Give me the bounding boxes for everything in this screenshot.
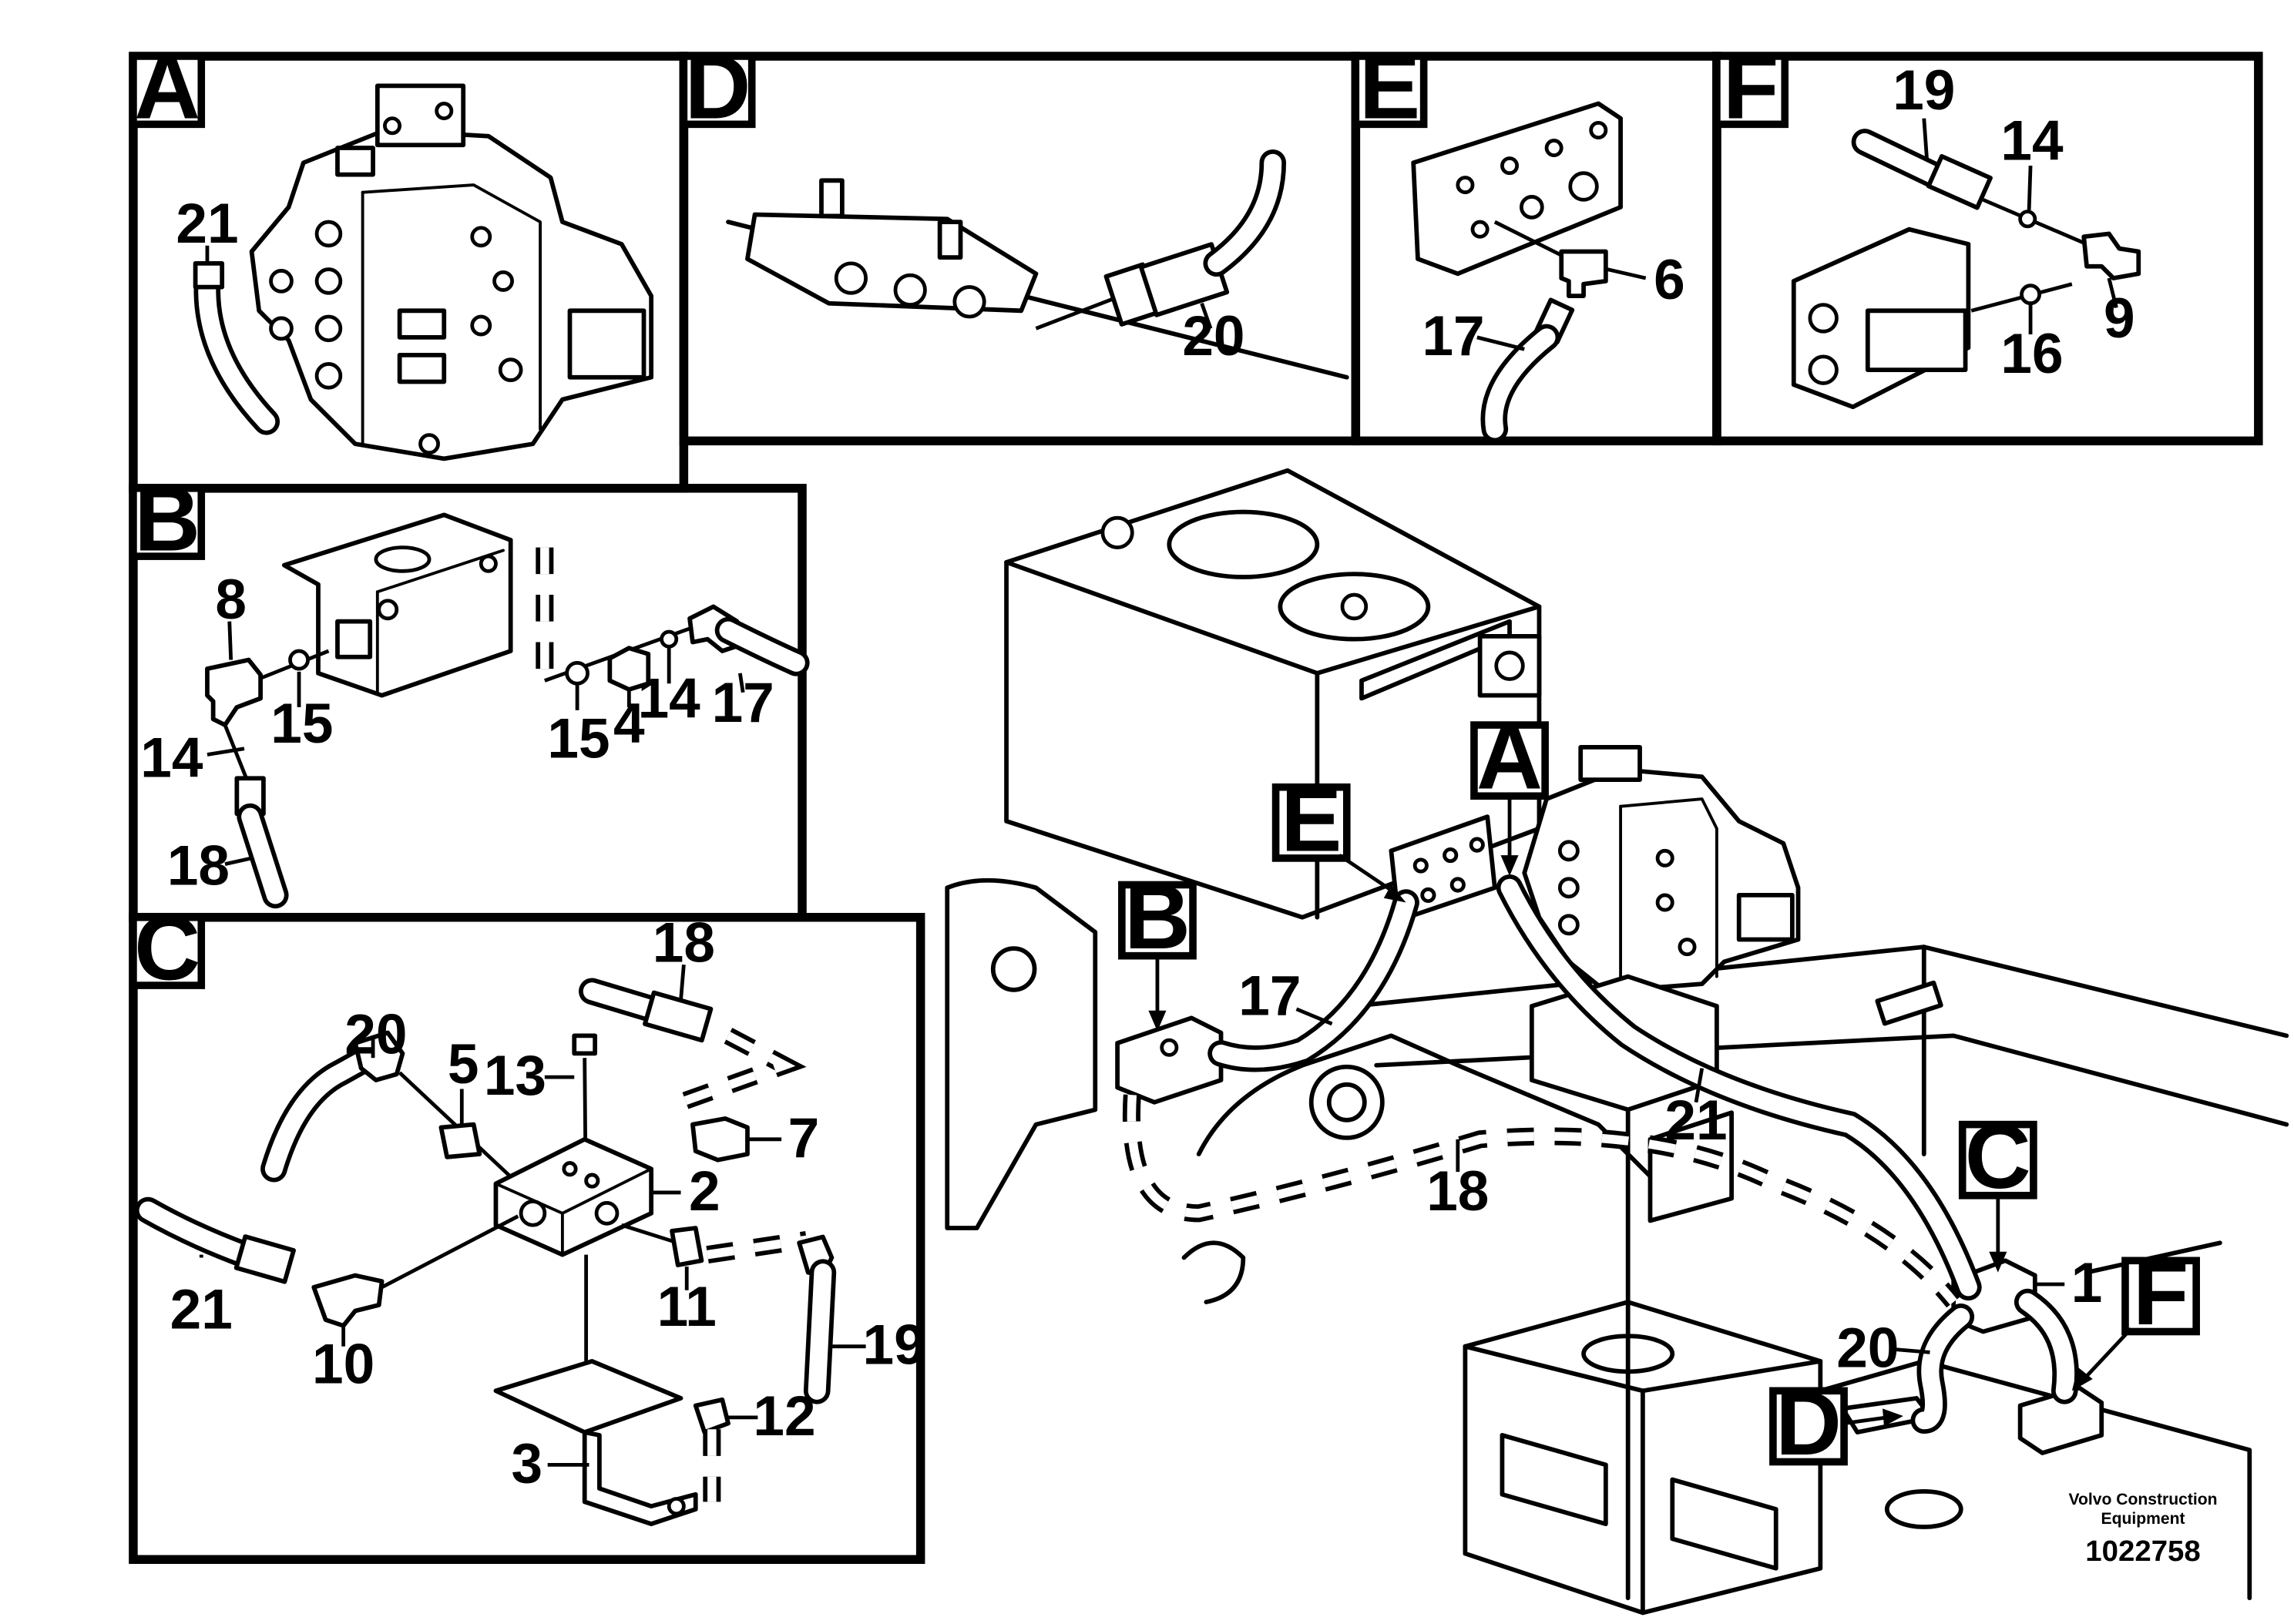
panel-label-f: F xyxy=(1723,36,1779,139)
panel-e: E 6 17 xyxy=(1351,36,1721,446)
part-number-c-12: 12 xyxy=(753,1385,815,1448)
part-number-main-1: 1 xyxy=(2071,1252,2103,1314)
panel-label-c: C xyxy=(134,897,200,999)
panel-label-b: B xyxy=(134,468,200,570)
drawing-number: 1022758 xyxy=(2085,1535,2201,1568)
panel-d: D 20 xyxy=(679,36,1361,446)
part-number-c-21: 21 xyxy=(170,1279,233,1341)
part-number-c-3: 3 xyxy=(511,1432,542,1495)
part-number-main-17: 17 xyxy=(1238,965,1301,1027)
valve-block-b-detail xyxy=(281,512,513,698)
main-control-valve xyxy=(1522,744,1801,994)
svg-text:E: E xyxy=(1281,768,1342,871)
part-number-b-14b: 14 xyxy=(638,667,701,730)
panel-a: A 21 xyxy=(129,36,689,493)
main-assembly-view: A E B C F D xyxy=(945,468,2289,1616)
distribution-block-detail xyxy=(726,178,1349,380)
part-number-c-10: 10 xyxy=(312,1334,374,1396)
part-number-d-20: 20 xyxy=(1182,305,1244,367)
callout-a: A xyxy=(1470,706,1549,876)
part-number-c-20: 20 xyxy=(344,1003,407,1065)
part-number-main-20: 20 xyxy=(1836,1317,1899,1380)
bracket-detail xyxy=(493,1359,698,1527)
company-name-line1: Volvo Construction xyxy=(2068,1491,2217,1508)
part-number-b-15b: 15 xyxy=(547,707,610,770)
panel-f: F 19 14 9 16 xyxy=(1712,36,2263,446)
part-number-b-18: 18 xyxy=(167,834,230,897)
part-number-e-17: 17 xyxy=(1422,305,1484,367)
callout-f: F xyxy=(2071,1242,2200,1391)
svg-text:A: A xyxy=(1476,706,1543,809)
part-number-c-5: 5 xyxy=(448,1033,479,1096)
part-number-f-14: 14 xyxy=(2000,109,2064,172)
footer: Volvo Construction Equipment 1022758 xyxy=(2068,1491,2217,1568)
part-number-a-21: 21 xyxy=(176,193,238,255)
part-number-f-19: 19 xyxy=(1893,59,1955,122)
mounting-plate-detail xyxy=(1411,101,1623,277)
control-valve-detail xyxy=(249,83,653,461)
part-number-c-2: 2 xyxy=(689,1160,720,1223)
svg-text:C: C xyxy=(1965,1106,2031,1208)
part-number-f-16: 16 xyxy=(2000,323,2063,385)
part-number-c-13: 13 xyxy=(484,1045,546,1107)
panel-label-e: E xyxy=(1359,36,1420,139)
callout-b: B xyxy=(1118,866,1197,1032)
part-number-b-4: 4 xyxy=(613,693,645,755)
part-number-b-8: 8 xyxy=(215,569,247,631)
panel-label-d: D xyxy=(685,36,751,139)
svg-text:F: F xyxy=(2133,1242,2189,1344)
part-number-b-14a: 14 xyxy=(140,726,203,789)
callout-e: E xyxy=(1271,768,1406,903)
part-number-main-18: 18 xyxy=(1426,1160,1489,1223)
part-number-c-18: 18 xyxy=(653,911,715,974)
callout-c: C xyxy=(1958,1106,2037,1273)
svg-text:D: D xyxy=(1775,1372,1842,1475)
manifold-block-detail xyxy=(493,1136,653,1257)
part-number-c-19: 19 xyxy=(863,1314,925,1377)
svg-text:B: B xyxy=(1124,866,1191,968)
part-number-b-15a: 15 xyxy=(270,693,333,755)
panel-b: B 8 15 14 18 15 4 xyxy=(129,468,810,922)
company-name-line2: Equipment xyxy=(2101,1510,2185,1528)
part-number-c-11: 11 xyxy=(657,1276,717,1338)
part-number-c-7: 7 xyxy=(788,1107,820,1169)
valve-body-detail xyxy=(1791,226,1971,410)
panel-label-a: A xyxy=(134,36,200,139)
part-number-b-17: 17 xyxy=(712,672,774,734)
part-number-e-6: 6 xyxy=(1654,249,1685,311)
panel-c: C 18 20 5 13 7 2 xyxy=(129,897,925,1565)
part-number-main-21: 21 xyxy=(1664,1089,1727,1152)
part-number-f-9: 9 xyxy=(2104,287,2135,350)
callout-d: D xyxy=(1769,1372,1903,1475)
